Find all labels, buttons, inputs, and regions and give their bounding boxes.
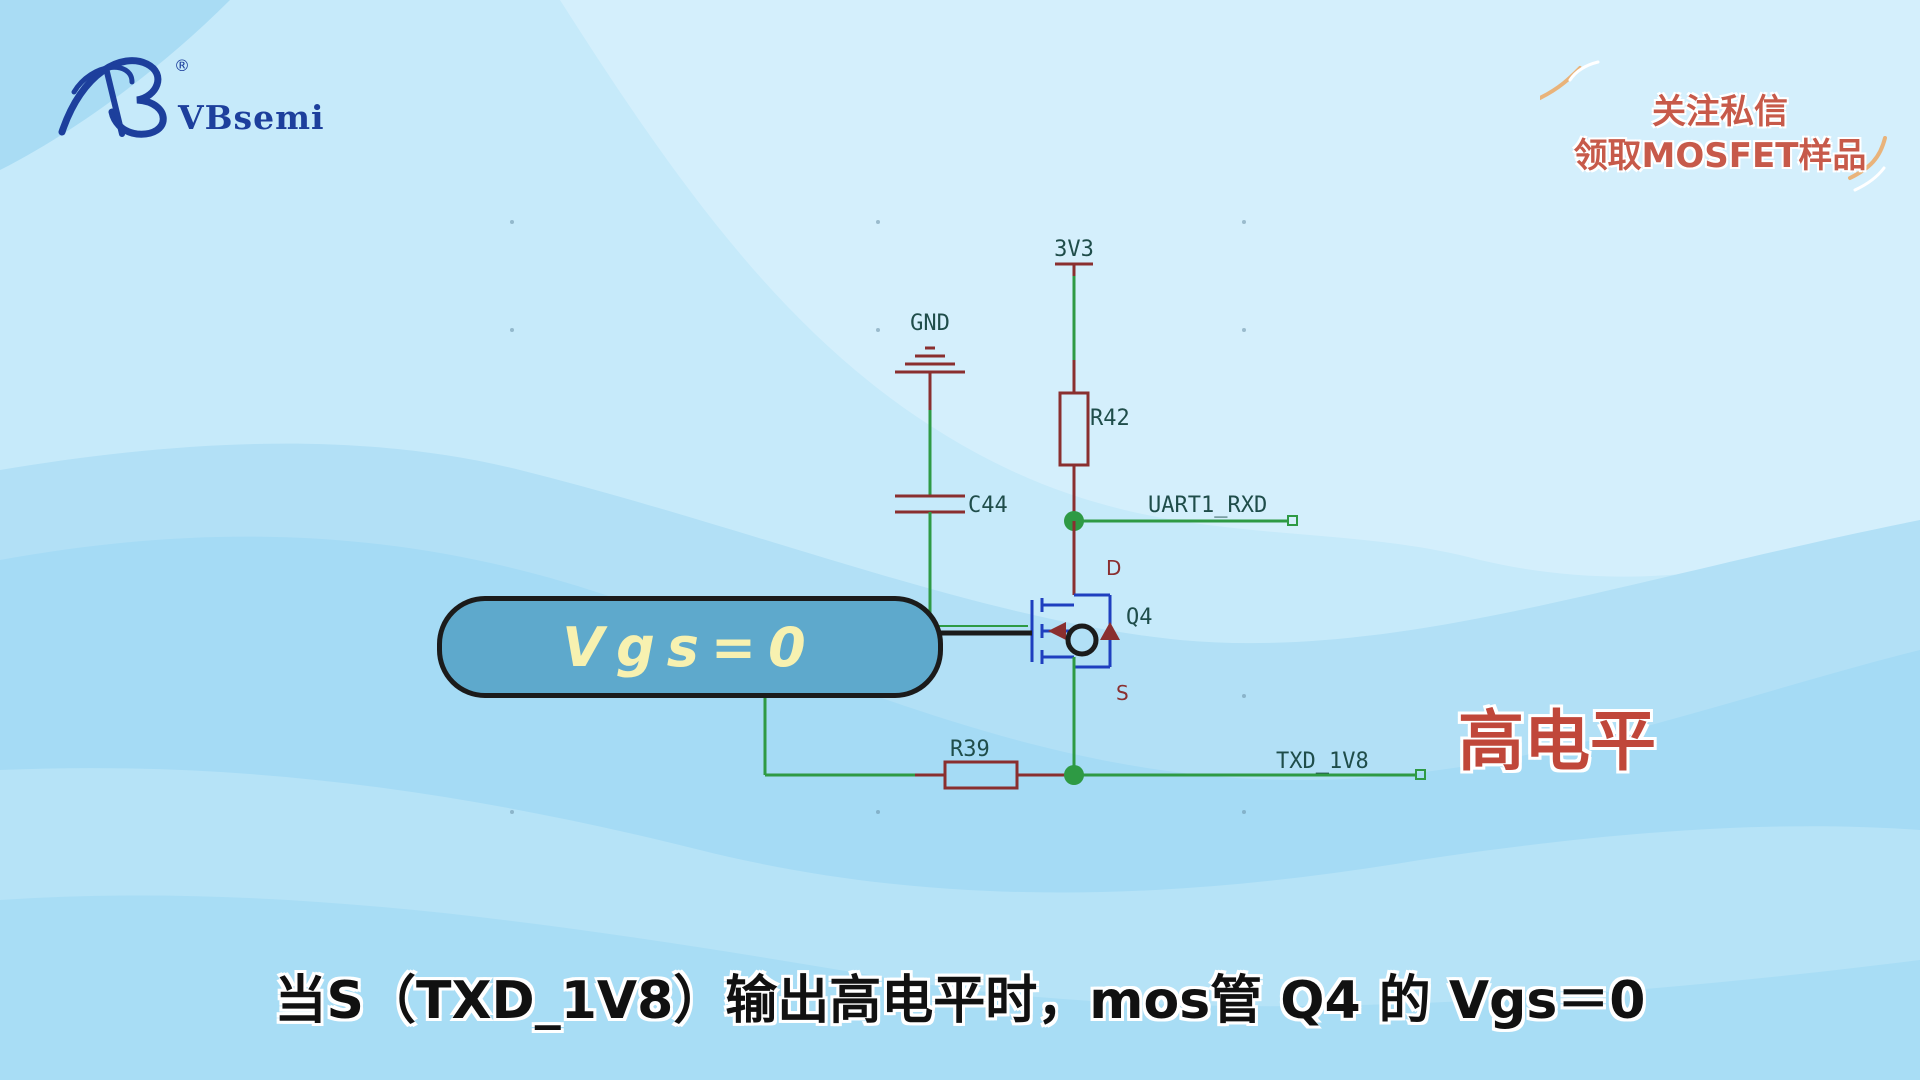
power-net-label: 3V3	[1054, 237, 1094, 262]
mosfet-q4	[1030, 593, 1112, 669]
source-pin-label: S	[1116, 681, 1129, 705]
body-diode-icon	[1100, 622, 1120, 640]
r42-label: R42	[1090, 406, 1130, 431]
promo-line-1: 关注私信	[1652, 92, 1788, 132]
swoosh-icon	[1540, 60, 1887, 192]
capacitor-c44	[895, 494, 965, 514]
q4-label: Q4	[1126, 605, 1153, 630]
vgs-callout-text: Vgs=0	[562, 615, 818, 679]
port-tx	[1415, 769, 1426, 780]
brand-name: VBsemi	[178, 98, 325, 137]
high-level-label: 高电平	[1458, 703, 1656, 780]
grid-dots	[510, 220, 1246, 814]
power-symbol-3v3: 3V3	[1054, 237, 1094, 276]
mosfet-arrow-icon	[1048, 622, 1066, 640]
vbsemi-logo-icon	[58, 57, 167, 138]
ground-net-label: GND	[910, 311, 950, 336]
subtitle-caption: 当S（TXD_1V8）输出高电平时，mos管 Q4 的 Vgs＝0	[274, 971, 1646, 1031]
brand-name-text: VBsemi	[178, 98, 325, 137]
c44-label: C44	[968, 493, 1008, 518]
vgs-callout: Vgs=0	[437, 596, 943, 698]
ground-symbol	[895, 346, 965, 374]
drain-pin-label: D	[1106, 556, 1121, 580]
promo-banner: 关注私信 领取MOSFET样品	[1540, 58, 1920, 192]
r39-label: R39	[950, 737, 990, 762]
registered-mark: ®	[174, 56, 190, 75]
resistor-r42: R42	[1058, 391, 1130, 467]
mosfet-source-node	[1065, 623, 1099, 657]
uart-rx-label: UART1_RXD	[1148, 493, 1267, 518]
resistor-r39: R39	[943, 737, 1019, 790]
port-uart-rx	[1287, 515, 1298, 526]
tx-net-label: TXD_1V8	[1276, 749, 1369, 774]
promo-line-2: 领取MOSFET样品	[1573, 136, 1867, 176]
